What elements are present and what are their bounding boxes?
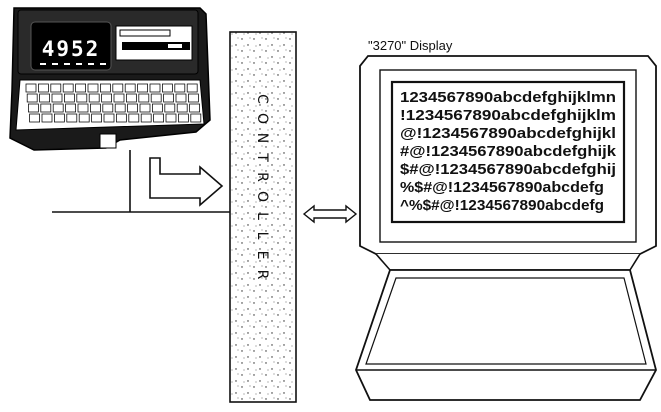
terminal-connector [99,133,117,149]
terminal-key [66,113,78,123]
terminal-key [140,113,152,123]
terminal-key [38,83,49,93]
terminal-key [65,103,76,113]
controller-label-letter: C [254,94,270,104]
terminal-key [101,93,112,103]
screen-text: 1234567890abcdefghijklmn !1234567890abcde… [400,90,617,214]
terminal-key [149,83,161,93]
screen-line: ^%$#@!1234567890abcdefg [400,198,604,214]
terminal-key [90,103,101,113]
terminal-key [150,93,162,103]
terminal-key [151,103,163,113]
terminal-key [186,83,198,93]
monitor-neck [375,253,641,271]
controller-texture [230,32,296,402]
terminal-key [54,113,65,123]
terminal-key [126,93,137,103]
terminal-key [190,113,202,123]
terminal-key [62,83,74,93]
terminal-key [88,93,100,103]
terminal-key [163,93,175,103]
terminal-drive-latch [168,44,182,48]
monitor-screen [390,80,626,224]
screen-line: $#@!1234567890abcdefghij [400,162,616,178]
terminal-drive-slot [119,29,171,37]
terminal-key [189,103,201,113]
terminal-to-controller-arrow [149,157,224,207]
screen-line: %$#@!1234567890abcdefg [400,180,604,196]
display-label: "3270" Display [368,38,453,53]
controller-label-letter: N [254,133,270,143]
terminal-key [27,103,39,113]
terminal-key [165,113,177,123]
terminal-key [76,93,88,103]
terminal-key [137,83,149,93]
terminal-key [77,103,89,113]
screen-line: !1234567890abcdefghijklm [400,108,616,124]
terminal-key [64,93,75,103]
controller-label-letter: L [254,232,270,240]
terminal-key [39,93,50,103]
terminal-key [113,93,125,103]
controller-display-link-arrow [302,204,358,224]
terminal-key [87,83,99,93]
terminal-key [175,93,187,103]
terminal-key [114,103,126,113]
terminal-key [164,103,176,113]
terminal-key [40,103,52,113]
terminal-key [124,83,136,93]
terminal-key [112,83,124,93]
controller-label-letter: T [254,152,270,162]
terminal-key [41,113,53,123]
screen-line: 1234567890abcdefghijklmn [400,90,616,106]
terminal-key [138,93,150,103]
screen-line: @!1234567890abcdefghijkl [400,126,616,142]
terminal-lcd [30,21,112,71]
terminal-key [26,93,38,103]
terminal-key [51,93,63,103]
display-keyboard-top [365,277,647,365]
terminal-key [139,103,151,113]
handheld-terminal: 4952 [9,7,211,151]
screen-line: #@!1234567890abcdefghijk [400,144,617,160]
terminal-key [174,83,186,93]
controller-label-letter: E [254,251,270,260]
terminal-key [177,113,189,123]
lcd-indicator-dots [40,63,106,65]
terminal-key [187,93,199,103]
terminal-lcd-readout: 4952 [42,37,101,61]
terminal-key [116,113,127,123]
controller-label-letter: O [254,113,270,124]
terminal-drive-door [122,42,190,50]
terminal-key [128,113,140,123]
terminal-key [29,113,41,123]
terminal-key [103,113,115,123]
terminal-key [127,103,138,113]
terminal-key [100,83,111,93]
controller-label-letter: R [254,270,270,280]
terminal-key [75,83,86,93]
terminal-key [161,83,173,93]
terminal-key [102,103,114,113]
controller-label-letter: L [254,212,270,220]
wiring [52,150,230,213]
terminal-keyboard [25,83,202,123]
display-terminal: 1234567890abcdefghijklmn !1234567890abcde… [355,55,657,401]
terminal-key [78,113,90,123]
terminal-key [25,83,37,93]
terminal-key [91,113,102,123]
terminal-key [176,103,188,113]
terminal-key [153,113,165,123]
controller-label-letter: O [254,191,270,202]
terminal-key [50,83,62,93]
controller-label-letter: R [254,172,270,182]
terminal-key [52,103,64,113]
